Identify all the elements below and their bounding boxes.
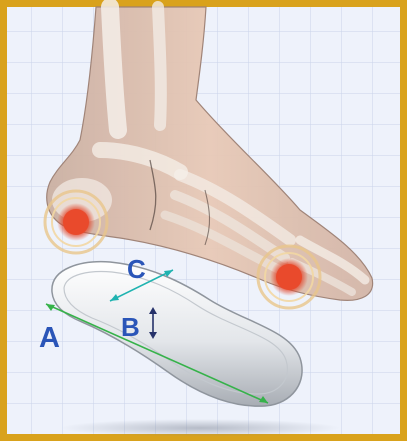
dimension-b-label: B (121, 312, 140, 342)
dimension-c-label: C (127, 254, 146, 284)
dimension-a-label: A (39, 322, 60, 354)
ground-shadow (60, 419, 340, 437)
